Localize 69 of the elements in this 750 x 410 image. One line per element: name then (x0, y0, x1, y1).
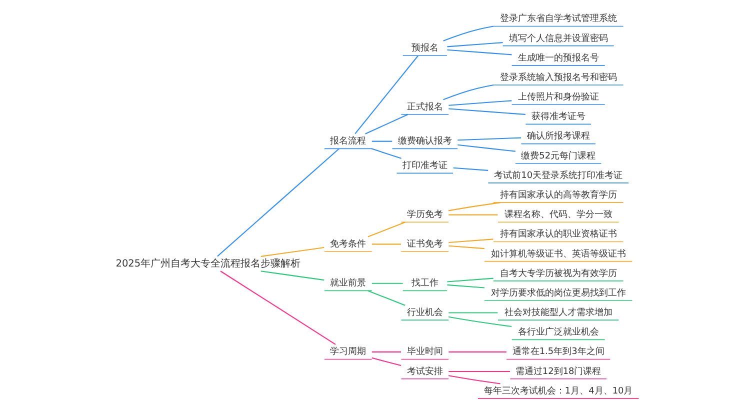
connector (448, 316, 512, 328)
node-text: 社会对技能型人才需求增加 (504, 308, 612, 318)
connector (364, 114, 408, 134)
connector (448, 214, 498, 216)
node-text: 生成唯一的预报名号 (517, 53, 598, 64)
node-text: 获得准考证号 (530, 112, 585, 122)
connector (371, 282, 402, 284)
node-text: 如计算机等级证书、英语等级证书 (490, 249, 626, 260)
connector (452, 167, 488, 171)
connector (442, 84, 494, 100)
node-text: 通常在1.5年到3年之间 (512, 347, 604, 358)
connector (446, 42, 502, 48)
connector (371, 357, 401, 366)
node-text: 预报名 (410, 44, 438, 54)
node-text: 课程名称、代码、学分一致 (504, 210, 612, 220)
node-text: 需通过12到18门课程 (514, 366, 601, 377)
node-text: 行业机会 (406, 308, 442, 318)
node-text: 填写个人信息并设置密码 (508, 34, 608, 44)
connector (446, 284, 484, 288)
node-text: 每年三次考试机会：1月、4月、10月 (483, 386, 632, 396)
node-text: 缴费确认报考 (397, 136, 452, 147)
connector (446, 49, 512, 56)
connector (446, 278, 493, 282)
connector (448, 202, 500, 212)
node-text: 持有国家承认的高等教育学历 (499, 190, 616, 200)
connector (367, 290, 405, 306)
node-text: 学习周期 (330, 347, 366, 358)
connector (260, 246, 324, 257)
connector (448, 375, 500, 384)
node-text: 打印准考证 (402, 161, 447, 172)
node-text: 证书免考 (406, 239, 442, 250)
node-text: 缴费52元每门课程 (520, 151, 596, 162)
node-text: 毕业时间 (406, 347, 442, 358)
node-text: 各行业广泛就业机会 (517, 328, 598, 338)
connector (371, 140, 392, 142)
node-text: 对学历要求低的岗位更易找到工作 (490, 288, 626, 298)
connector (448, 100, 512, 106)
connector (448, 238, 493, 243)
connector (260, 270, 324, 281)
connector (448, 351, 506, 352)
connector (216, 148, 339, 257)
connector (448, 312, 498, 314)
node-text: 考试前10天登录系统打印准考证 (494, 170, 622, 181)
node-text: 自考大专学历被视为有效学历 (499, 268, 616, 279)
connector (457, 137, 521, 141)
connector (367, 222, 405, 238)
node-text: 2025年广州自考大专全流程报名步骤解析 (115, 258, 300, 270)
connector (457, 144, 515, 152)
connector (442, 26, 494, 42)
connector (354, 55, 418, 134)
node-text: 学历免考 (406, 210, 442, 220)
node-text: 考试安排 (406, 366, 442, 377)
node-text: 登录广东省自学考试管理系统 (499, 14, 616, 24)
node-text: 报名流程 (330, 136, 366, 147)
node-text: 确认所报考课程 (526, 132, 590, 142)
connector (448, 245, 484, 250)
node-text: 登录系统输入预报名号和密码 (499, 72, 616, 83)
connector (371, 244, 400, 245)
node-text: 持有国家承认的职业资格证书 (499, 230, 616, 240)
node-text: 找工作 (410, 278, 438, 289)
connector (448, 370, 510, 372)
node-text: 正式报名 (406, 102, 442, 112)
node-text: 免考条件 (330, 239, 366, 250)
connector (371, 351, 400, 352)
node-text: 就业前景 (330, 278, 366, 289)
node-text: 上传照片和身份验证 (517, 92, 598, 103)
connector (370, 148, 401, 159)
connector (448, 108, 525, 115)
connector (220, 270, 336, 345)
